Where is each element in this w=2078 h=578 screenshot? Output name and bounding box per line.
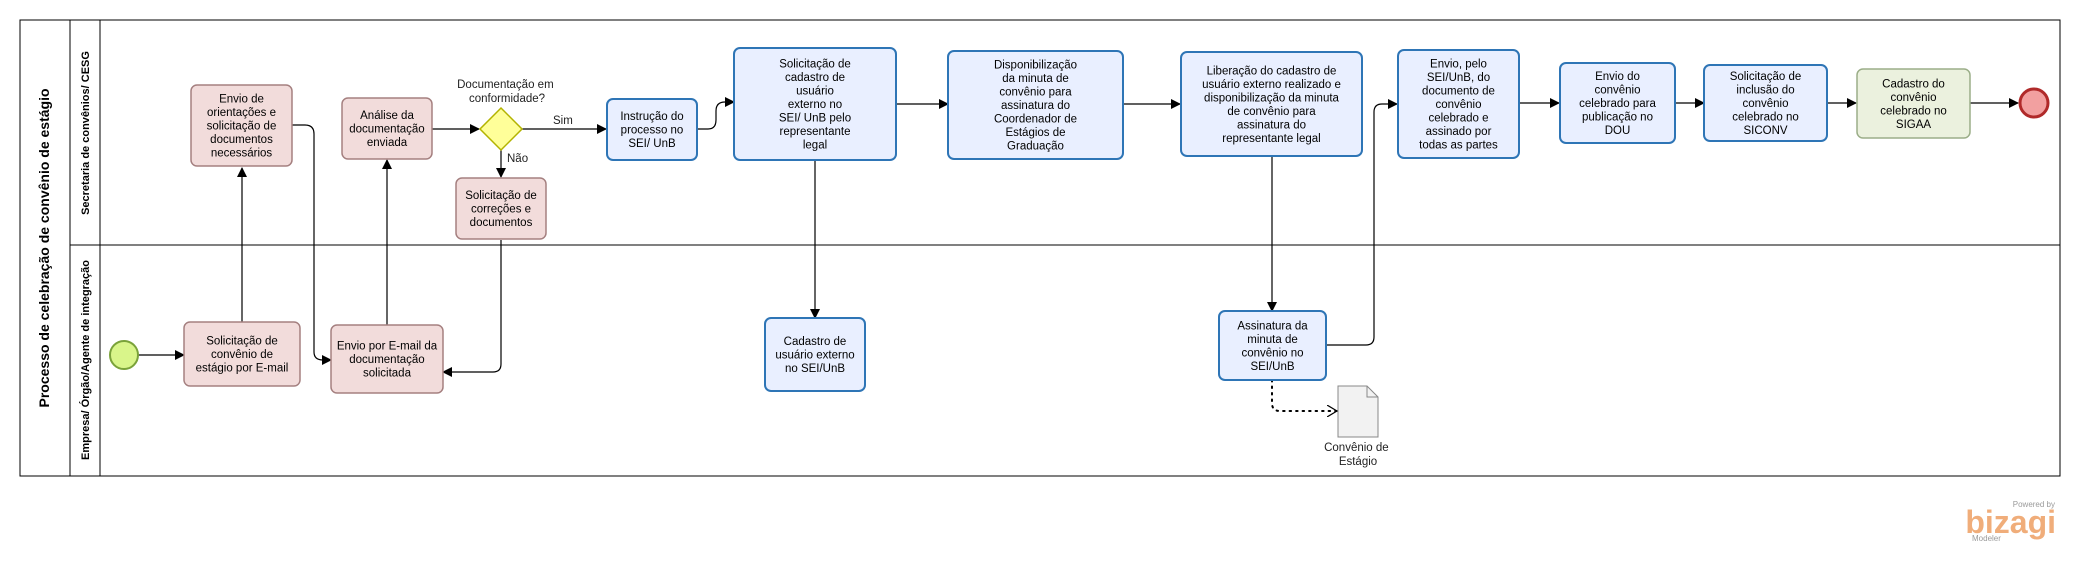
document-fold [1366,386,1378,398]
conformity-gateway: Documentação em conformidade? [457,79,557,152]
sequence-flows [138,97,2019,377]
bizagi-logo: bizagi [1965,504,2056,540]
modeler-text: Modeler [1972,534,2001,543]
start-event [109,340,139,370]
task-box[interactable] [1559,62,1676,144]
flow-signature-to-sent [1326,99,1398,346]
task-box[interactable] [330,324,444,394]
task-box[interactable] [1703,64,1828,142]
lane-title-empresa: Empresa/ Órgão/Agente de integração [79,260,92,460]
task-box[interactable] [183,321,301,387]
flow-corrections-to-email [442,240,502,377]
task-box[interactable] [1218,310,1327,381]
flow-instruction-to-request-user [697,97,735,130]
task-box[interactable] [455,177,547,240]
powered-by-text: Powered by [2013,500,2055,509]
document-artifact: Convênio de Estágio [1324,385,1392,468]
task-box[interactable] [606,98,698,161]
task-box[interactable] [190,84,293,167]
lane-title-secretaria: Secretaria de convênios/ CESG [80,51,92,215]
end-event [2018,87,2050,119]
task-box[interactable] [1397,49,1520,159]
gateway-diamond [478,106,524,152]
gateway-yes-label: Sim [553,115,573,127]
task-box[interactable] [947,50,1124,160]
task-box[interactable] [341,97,433,160]
document-icon [1337,385,1379,438]
task-box[interactable] [733,47,897,161]
gateway-no-label: Não [507,153,528,165]
document-label: Convênio de Estágio [1324,442,1392,468]
pool-title: Processo de celebração de convênio de es… [36,88,52,407]
flow-orientation-to-email [292,124,332,365]
bizagi-branding: Powered by bizagi Modeler [1965,500,2056,543]
task-box[interactable] [764,317,866,392]
gateway-question: Documentação em conformidade? [457,79,557,105]
task-box[interactable] [1856,68,1971,139]
task-box[interactable] [1180,51,1363,157]
